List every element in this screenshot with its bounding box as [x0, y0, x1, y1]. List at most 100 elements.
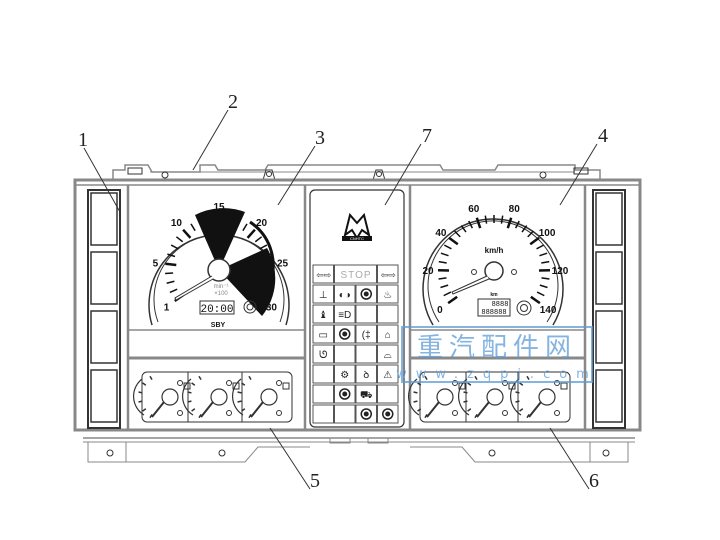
tach-brand: SBY [211, 322, 226, 329]
coolant-level-icon: ⊥ [319, 290, 328, 301]
callout-7: 7 [384, 125, 432, 206]
speed-label: 40 [435, 228, 447, 239]
speed-tick [541, 260, 550, 264]
warning-cell-empty [355, 304, 377, 324]
warning-cell-seat-belt-icon [312, 304, 334, 324]
warning-cell-trailer-hitch-icon [377, 364, 399, 384]
warning-cell-coolant-level-icon [312, 284, 334, 304]
speed-label: 140 [540, 305, 557, 316]
bottom-bracket [83, 437, 635, 463]
callout-1: 1 [78, 129, 121, 213]
warning-cell-headlight-icon [334, 304, 356, 324]
aux-left-1-hub [210, 388, 228, 406]
speed-label: 100 [539, 228, 556, 239]
speed-tick [506, 217, 513, 229]
watermark-title: 重汽配件网 [417, 333, 577, 363]
speed-tick [539, 284, 548, 289]
warning-cell-empty [312, 384, 334, 404]
callout-6: 6 [549, 427, 599, 492]
aux-right-0-hub [436, 388, 454, 406]
mounting-bracket [112, 164, 601, 181]
svg-text:6: 6 [589, 470, 599, 492]
tach-label: 10 [171, 218, 183, 229]
differential-lock-icon: ⚙ [340, 370, 349, 381]
svg-text:5: 5 [310, 470, 320, 492]
turn-right-trailer-icon: ⇦⇨ [381, 270, 397, 280]
rear-fog-icon: (‡ [362, 330, 371, 341]
speed-tick [468, 220, 474, 229]
speed-label: 20 [422, 266, 434, 277]
speed-needle [451, 275, 490, 295]
tach-tick [242, 223, 248, 232]
speed-tick [500, 215, 504, 224]
speed-tick [460, 225, 467, 233]
aux-right-2-hub [538, 388, 556, 406]
air-filter-icon: ⌓ [384, 350, 392, 361]
cnhtc-logo: CNHTC [342, 212, 372, 241]
warning-cell-empty [377, 384, 399, 404]
watermark-url: www.zqpj.com [396, 367, 598, 382]
speed-tick [514, 220, 520, 229]
speed-tick [539, 252, 548, 257]
warning-cell-battery-icon [312, 324, 334, 344]
speed-unit: km/h [485, 246, 504, 255]
svg-text:2: 2 [228, 91, 238, 113]
tach-hub [207, 258, 231, 282]
tach-unit-1: min⁻¹ [214, 284, 229, 290]
speed-tick [440, 284, 449, 289]
warning-light-panel: CNHTC ⇦⇨STOP⇦⇨⊥◐◑♨♝≡D▭(‡⌂ᘎ⌓⚙ꝺ⚠⛟ [309, 185, 412, 430]
callout-5: 5 [269, 427, 320, 492]
parking-brake-icon [360, 288, 372, 300]
brake-warning-icon [339, 388, 351, 400]
speed-tick [521, 225, 528, 233]
speed-tick [438, 260, 447, 264]
stop-warning [334, 264, 377, 284]
brake-pad-icon: ◐◑ [339, 290, 351, 301]
abs-icon [360, 408, 372, 420]
speed-tick [447, 295, 458, 305]
trailer-hitch-icon: ⚠ [383, 370, 392, 381]
speed-tick [454, 230, 461, 238]
speed-tick [443, 244, 452, 250]
fuel-water-icon: ꝺ [363, 370, 369, 381]
speed-tick [484, 215, 488, 224]
tach-label: 15 [213, 202, 225, 213]
speed-tick [448, 236, 459, 246]
speed-tick [527, 230, 534, 238]
tach-tick [175, 236, 184, 243]
tach-label: 30 [266, 303, 278, 314]
warning-cell-empty [334, 344, 356, 364]
speed-tick [541, 277, 550, 280]
speed-tick [536, 291, 545, 297]
svg-text:CNHTC: CNHTC [350, 236, 364, 241]
warning-cell-cab-tilt-icon [377, 324, 399, 344]
speed-tick [438, 277, 447, 280]
tach-tick [167, 253, 176, 258]
speed-tick [529, 236, 540, 246]
tach-unit-2: ×100 [214, 291, 228, 297]
tach-needle [174, 275, 214, 301]
callout-4: 4 [559, 125, 608, 206]
warning-cell-preheat-icon [312, 344, 334, 364]
cluster-frame [73, 178, 642, 432]
tach-black-sector-lower [219, 248, 276, 316]
headlight-icon: ≡D [338, 310, 351, 321]
tach-tick [169, 288, 178, 294]
speed-label: 0 [437, 305, 443, 316]
stop-label: STOP [340, 270, 371, 281]
tach-tick [246, 228, 256, 239]
warning-cell-empty [312, 404, 334, 424]
warning-cell-brake-pad-icon [334, 284, 356, 304]
tach-tick [259, 244, 268, 250]
warning-turn-right-trailer-icon [377, 264, 399, 284]
speed-tick [536, 244, 545, 250]
odo-display: 888888 [481, 309, 506, 317]
speed-hub [484, 261, 504, 281]
tach-tick [254, 236, 263, 243]
warning-cell-empty [334, 404, 356, 424]
svg-text:3: 3 [315, 127, 325, 149]
warning-cell-fuel-water-icon [355, 364, 377, 384]
